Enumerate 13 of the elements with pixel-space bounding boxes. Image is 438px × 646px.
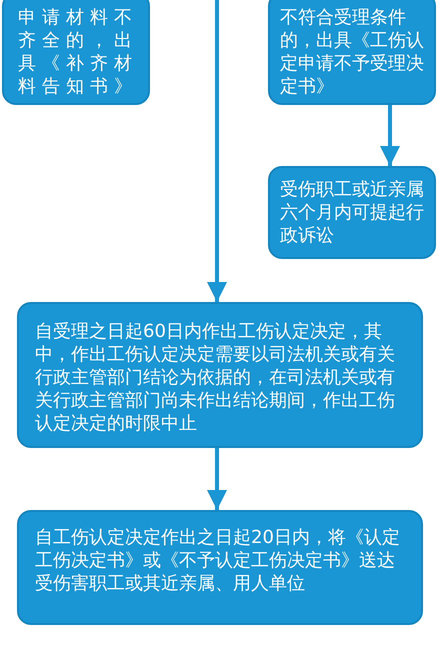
- process-box: [17, 302, 423, 448]
- box-text: 受伤职工或近亲属六个月内可提起行政诉讼: [280, 178, 425, 247]
- box-text: 自受理之日起60日内作出工伤认定决定，其中，作出工伤认定决定需要以司法机关或有关行政主管部门结论为依据的，在司法机关或有关行政主管部门尚未作出结论期间，作出工伤认定决定的时限中止: [35, 320, 396, 435]
- arrow: [380, 105, 400, 166]
- process-box: [268, 0, 436, 105]
- arrow: [207, 448, 227, 510]
- process-box: [17, 510, 423, 625]
- box-text: 自工伤认定决定作出之日起20日内，将《认定工伤决定书》或《不予认定工伤决定书》送达受伤害职工或其近亲属、用人单位: [35, 526, 401, 595]
- arrow: [207, 0, 227, 302]
- box-text: 不符合受理条件的，出具《工伤认定申请不予受理决定书》: [280, 6, 425, 98]
- process-box: [268, 166, 436, 259]
- process-box: [2, 0, 150, 105]
- box-text: 申请材料不齐全的，出具《补齐材料告知书》: [18, 6, 138, 98]
